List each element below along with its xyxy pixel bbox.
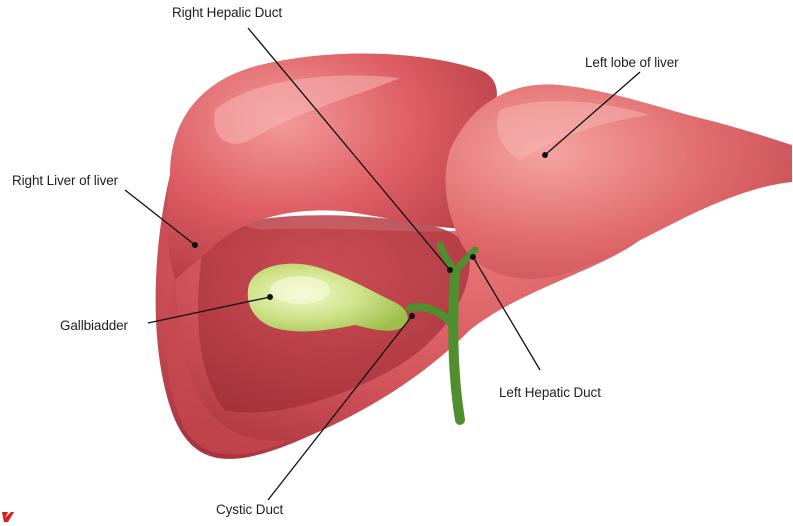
label-gallbladder: Gallbiadder bbox=[60, 318, 128, 333]
label-left-hepatic-duct: Left Hepatic Duct bbox=[499, 385, 601, 400]
dot-left-hepatic-duct bbox=[470, 254, 476, 260]
dot-left-lobe bbox=[542, 152, 548, 158]
dot-right-lobe bbox=[192, 242, 198, 248]
corner-mark bbox=[2, 512, 14, 522]
dot-cystic-duct bbox=[409, 313, 415, 319]
dot-right-hepatic-duct bbox=[447, 267, 453, 273]
label-cystic-duct: Cystic Duct bbox=[216, 502, 283, 517]
label-left-lobe: Left lobe of liver bbox=[585, 55, 679, 70]
dot-gallbladder bbox=[267, 294, 273, 300]
label-right-lobe: Right Liver of liver bbox=[12, 173, 118, 188]
label-right-hepatic-duct: Right Hepalic Duct bbox=[172, 5, 282, 20]
